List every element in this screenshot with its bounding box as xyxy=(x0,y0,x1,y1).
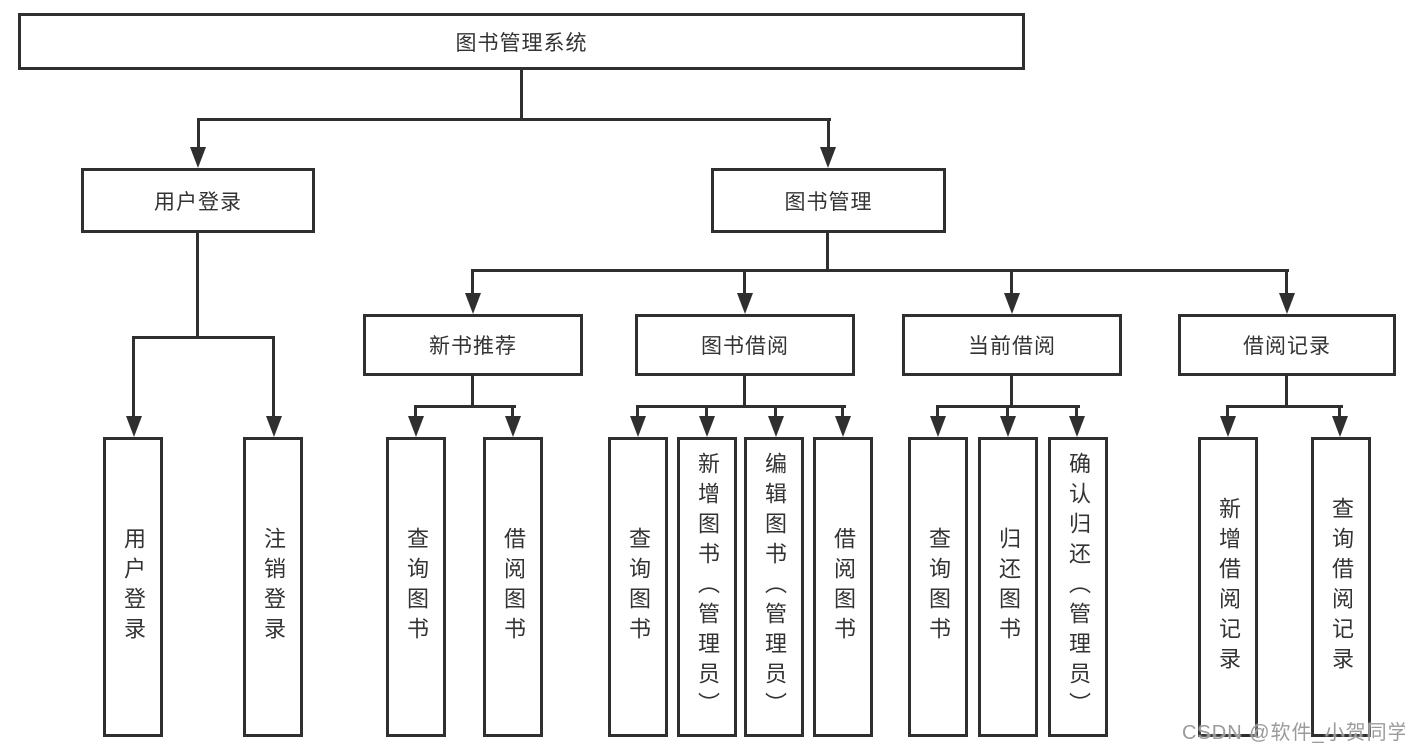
arrowhead-br-add-icon xyxy=(1220,416,1236,437)
node-br-query-record: 查询借阅记录 xyxy=(1311,437,1371,737)
node-root: 图书管理系统 xyxy=(18,13,1025,70)
node-bb-query-books: 查询图书 xyxy=(608,437,668,737)
arrow-shaft-to-book-borrow xyxy=(743,269,746,295)
arrowhead-to-new-book-rec-icon xyxy=(465,293,481,314)
arrow-shaft-to-borrow-record xyxy=(1285,269,1288,295)
connector-br-stem xyxy=(1285,376,1288,405)
arrowhead-cb-return-icon xyxy=(1000,416,1016,437)
arrowhead-to-borrow-record-icon xyxy=(1279,293,1295,314)
arrow-shaft-cb-confirm xyxy=(1075,405,1078,418)
arrow-shaft-nbr-query xyxy=(414,405,417,418)
arrowhead-cb-confirm-icon xyxy=(1069,416,1085,437)
connector-user-login-stem xyxy=(196,233,199,336)
node-br-add-record: 新增借阅记录 xyxy=(1198,437,1258,737)
arrow-shaft-to-logout xyxy=(272,336,275,418)
connector-cb-stem xyxy=(1010,376,1013,405)
node-bb-edit-books-admin: 编辑图书（管理员） xyxy=(744,437,804,737)
node-bb-borrow-books: 借阅图书 xyxy=(813,437,873,737)
node-new-book-recommend: 新书推荐 xyxy=(363,314,583,376)
node-nbr-query-books: 查询图书 xyxy=(386,437,446,737)
arrowhead-bb-add-icon xyxy=(699,416,715,437)
connector-bb-stem xyxy=(743,376,746,405)
arrow-shaft-to-current-borrow xyxy=(1010,269,1013,295)
node-cb-return-books: 归还图书 xyxy=(978,437,1038,737)
arrowhead-to-logout-icon xyxy=(266,416,282,437)
node-login: 用户登录 xyxy=(103,437,163,737)
connector-nbr-rail xyxy=(414,405,516,408)
arrow-shaft-br-add xyxy=(1226,405,1229,418)
arrowhead-to-user-login-icon xyxy=(190,147,206,168)
node-cb-query-books: 查询图书 xyxy=(908,437,968,737)
arrow-shaft-to-user-login xyxy=(197,118,200,149)
arrowhead-bb-borrow-icon xyxy=(835,416,851,437)
connector-bb-rail xyxy=(636,405,846,408)
arrowhead-br-query-icon xyxy=(1332,416,1348,437)
csdn-watermark: CSDN @软件_小贺同学 xyxy=(1182,722,1405,744)
arrow-shaft-bb-borrow xyxy=(841,405,844,418)
connector-root-rail xyxy=(197,118,831,121)
node-book-management: 图书管理 xyxy=(711,168,946,233)
connector-user-login-rail xyxy=(132,336,275,339)
arrow-shaft-to-new-book-rec xyxy=(471,269,474,295)
arrowhead-nbr-query-icon xyxy=(408,416,424,437)
node-cb-confirm-return-admin: 确认归还（管理员） xyxy=(1048,437,1108,737)
node-logout: 注销登录 xyxy=(243,437,303,737)
connector-book-mgmt-rail xyxy=(471,269,1289,272)
connector-root-stem xyxy=(520,70,523,118)
arrow-shaft-to-book-mgmt xyxy=(827,118,830,149)
arrow-shaft-nbr-borrow xyxy=(511,405,514,418)
arrowhead-to-current-borrow-icon xyxy=(1004,293,1020,314)
connector-book-mgmt-stem xyxy=(826,233,829,269)
arrowhead-to-login-icon xyxy=(126,416,142,437)
node-borrowing-records: 借阅记录 xyxy=(1178,314,1396,376)
arrowhead-bb-edit-icon xyxy=(768,416,784,437)
arrow-shaft-br-query xyxy=(1338,405,1341,418)
node-nbr-borrow-books: 借阅图书 xyxy=(483,437,543,737)
node-book-borrowing: 图书借阅 xyxy=(635,314,855,376)
arrowhead-bb-query-icon xyxy=(630,416,646,437)
arrow-shaft-bb-query xyxy=(636,405,639,418)
connector-nbr-stem xyxy=(471,376,474,405)
arrowhead-to-book-mgmt-icon xyxy=(820,147,836,168)
node-current-borrowing: 当前借阅 xyxy=(902,314,1122,376)
node-user-login: 用户登录 xyxy=(81,168,315,233)
arrow-shaft-bb-edit xyxy=(774,405,777,418)
arrowhead-nbr-borrow-icon xyxy=(505,416,521,437)
arrowhead-cb-query-icon xyxy=(930,416,946,437)
arrow-shaft-to-login xyxy=(132,336,135,418)
connector-br-rail xyxy=(1226,405,1343,408)
arrow-shaft-cb-return xyxy=(1006,405,1009,418)
arrowhead-to-book-borrow-icon xyxy=(737,293,753,314)
node-bb-add-books-admin: 新增图书（管理员） xyxy=(677,437,737,737)
arrow-shaft-bb-add xyxy=(705,405,708,418)
arrow-shaft-cb-query xyxy=(936,405,939,418)
